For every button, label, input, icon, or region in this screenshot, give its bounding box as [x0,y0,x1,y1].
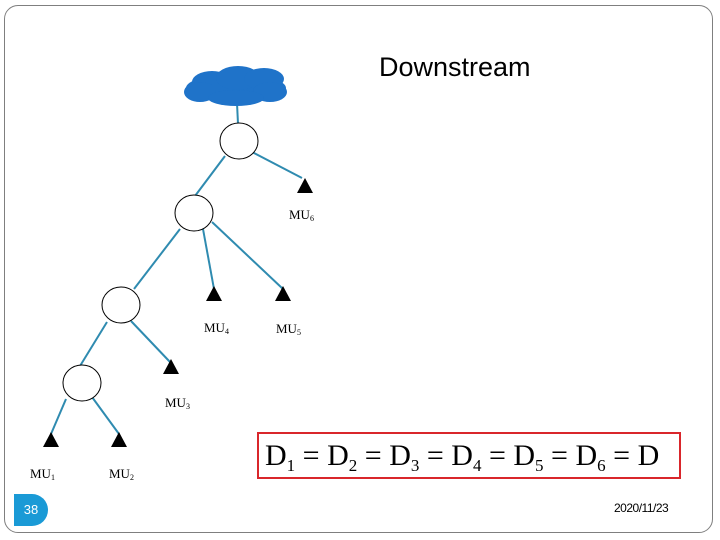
link-node4-mu2 [91,396,120,435]
link-node3-node4 [79,321,108,367]
slide-title: Downstream [379,52,531,82]
triangle-icon [297,178,313,193]
triangle-icon [163,359,179,374]
mu-label: MU3 [165,395,190,411]
equation-box: D1 = D2 = D3 = D4 = D5 = D6 = D [257,432,681,479]
link-node4-mu1 [50,398,67,435]
router-node [62,364,102,402]
triangle-icon [111,432,127,447]
link-node2-node3 [133,228,181,290]
slide-frame [4,5,713,533]
page-number-badge: 38 [14,494,48,526]
slide-date: 2020/11/23 [614,501,669,515]
link-node3-mu3 [130,320,171,363]
triangle-icon [206,286,222,301]
triangle-icon [275,286,291,301]
mu-label: MU5 [276,321,301,337]
link-node1-node2 [194,155,226,197]
mu-label: MU2 [109,466,134,482]
mu-label: MU6 [289,207,314,223]
router-nodes [62,122,259,402]
mu-label: MU1 [30,466,55,482]
mobile-unit-triangles [43,178,313,447]
triangle-icon [43,432,59,447]
mu-label: MU4 [204,320,229,336]
link-node2-mu4 [202,228,215,290]
link-cloud-node1 [236,102,239,125]
tree-links [50,102,303,435]
router-node [101,286,141,324]
router-node [219,122,259,160]
router-node [174,194,214,232]
cloud-icon [184,66,287,106]
link-node2-mu5 [211,221,284,290]
link-node1-mu6 [251,151,303,179]
